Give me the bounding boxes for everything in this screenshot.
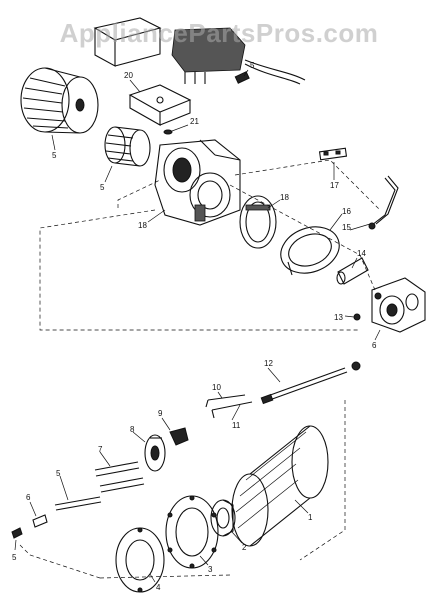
- air-tube[interactable]: [231, 425, 329, 547]
- collar[interactable]: [210, 499, 236, 537]
- clip[interactable]: [163, 129, 173, 135]
- callout-6-fitting: 6: [26, 493, 31, 502]
- callout-10: 10: [212, 383, 221, 392]
- callout-1: 1: [308, 513, 313, 522]
- callout-5-screw: 5: [12, 553, 17, 562]
- burner-housing[interactable]: [154, 139, 241, 226]
- diffuser-head[interactable]: [144, 434, 166, 472]
- oil-line-tube[interactable]: [260, 361, 361, 405]
- callout-14: 14: [357, 249, 366, 258]
- clamp-ring[interactable]: [239, 195, 277, 249]
- ignition-transformer[interactable]: [93, 17, 162, 67]
- flange-gasket[interactable]: [165, 495, 219, 569]
- mounting-band[interactable]: [274, 219, 345, 281]
- wiring-harness[interactable]: [171, 27, 306, 85]
- nozzle[interactable]: [353, 313, 361, 321]
- callout-16: 16: [342, 207, 351, 216]
- label-tag[interactable]: [318, 147, 348, 161]
- callout-11: 11: [232, 421, 241, 430]
- callout-6-pump: 6: [372, 341, 377, 350]
- callout-2: 2: [242, 543, 247, 552]
- callout-5-blower: 5: [52, 151, 57, 160]
- fuel-line[interactable]: [368, 175, 399, 230]
- screw[interactable]: [11, 527, 23, 539]
- callout-20: 20: [124, 71, 133, 80]
- callout-13: 13: [334, 313, 343, 322]
- small-fitting[interactable]: [32, 514, 48, 528]
- nozzle-adapter[interactable]: [169, 427, 189, 446]
- mounting-plate[interactable]: [115, 527, 165, 593]
- callout-15: 15: [342, 223, 351, 232]
- callout-5-top: 5: [250, 61, 255, 70]
- junction-box[interactable]: [128, 84, 192, 126]
- callout-21: 21: [190, 117, 199, 126]
- electrode-rod[interactable]: [54, 496, 102, 511]
- blower-wheel-small[interactable]: [104, 126, 151, 167]
- callout-3: 3: [208, 565, 213, 574]
- electrode-pair[interactable]: [205, 394, 253, 419]
- callout-7: 7: [98, 445, 103, 454]
- callout-18-housing: 18: [138, 221, 147, 230]
- blower-wheel-large[interactable]: [20, 67, 99, 134]
- insulator-tubes[interactable]: [94, 461, 145, 493]
- callout-18-ring: 18: [280, 193, 289, 202]
- callout-12: 12: [264, 359, 273, 368]
- callout-17: 17: [330, 181, 339, 190]
- callout-8: 8: [130, 425, 135, 434]
- callout-5-wheel: 5: [100, 183, 105, 192]
- fuel-pump[interactable]: [371, 277, 426, 333]
- callout-9: 9: [158, 409, 163, 418]
- callout-4: 4: [156, 583, 161, 592]
- callout-5-rod: 5: [56, 469, 61, 478]
- pump-coupling[interactable]: [336, 257, 369, 285]
